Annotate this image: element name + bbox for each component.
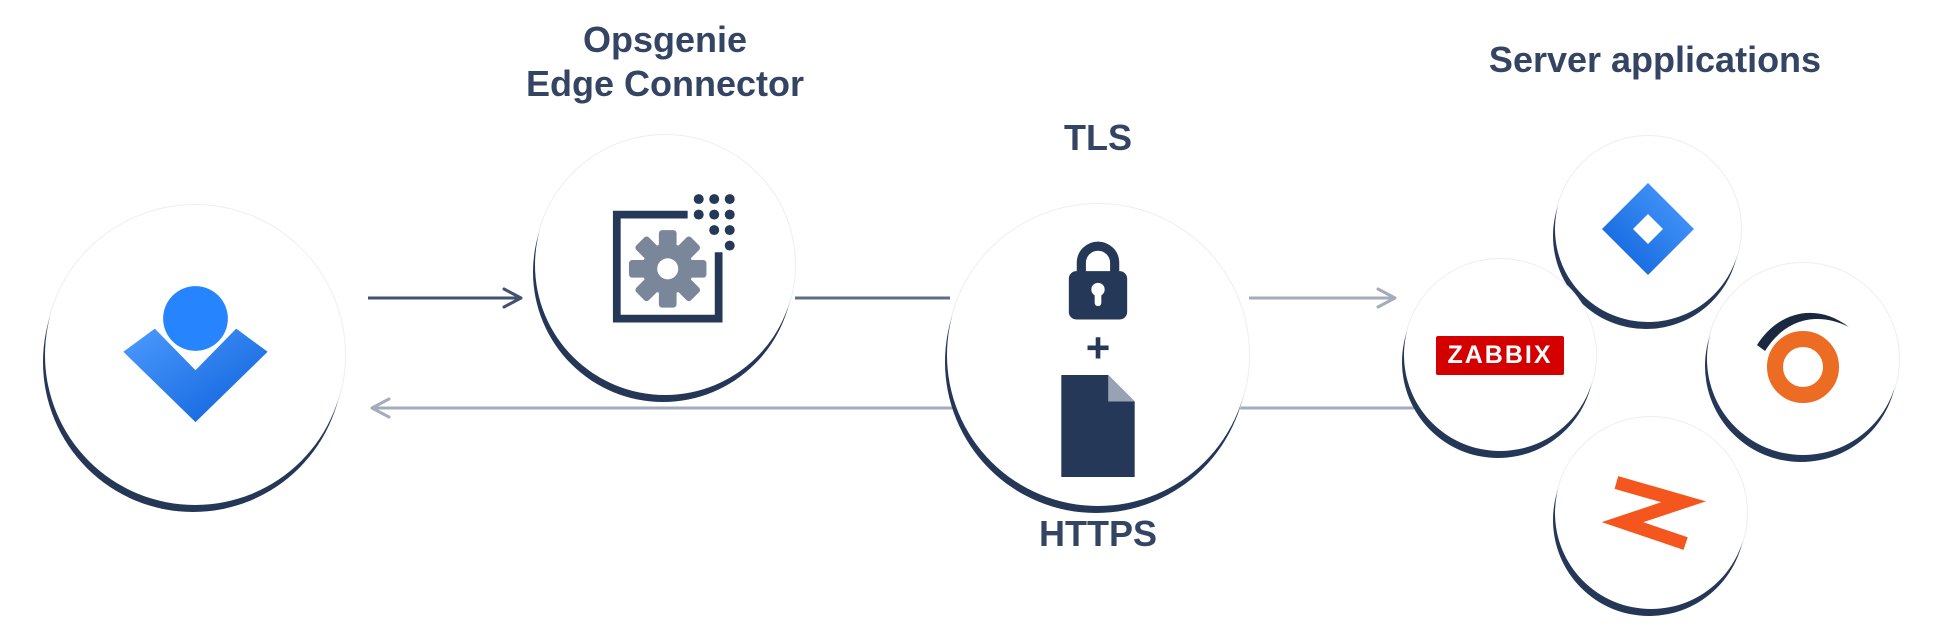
arrow-lock-to-servers-icon — [1249, 287, 1397, 309]
edge-connector-title-line1: Opsgenie — [582, 19, 748, 60]
server-app-jira — [1555, 136, 1741, 322]
server-app-zabbix: ZABBIX — [1404, 259, 1596, 451]
user-node — [45, 205, 345, 505]
document-icon — [1061, 375, 1135, 477]
orange-ring-logo — [1757, 312, 1849, 403]
dissolve-dots — [693, 193, 735, 251]
edge-connector-title: Opsgenie Edge Connector — [526, 18, 804, 106]
server-applications-title: Server applications — [1488, 39, 1822, 80]
lock-stack: + — [1048, 231, 1148, 479]
tls-https-node: + — [947, 204, 1249, 506]
zabbix-logo: ZABBIX — [1436, 335, 1564, 375]
https-label: HTTPS — [1038, 513, 1158, 554]
orange-zigzag-logo — [1601, 476, 1706, 550]
arrow-servers-to-user-icon — [370, 397, 1450, 419]
server-app-orange-zigzag — [1555, 417, 1747, 609]
connector-square-gear-icon — [612, 193, 735, 323]
plus-icon: + — [1085, 324, 1111, 371]
gear-icon — [628, 229, 706, 308]
edge-connector-title-line2: Edge Connector — [525, 63, 805, 104]
arrow-user-to-connector-icon — [368, 287, 523, 309]
jira-logo — [1602, 183, 1694, 275]
edge-connector-node — [535, 135, 795, 395]
person-icon — [122, 285, 268, 422]
tls-label: TLS — [1064, 117, 1132, 158]
lock-icon — [1068, 241, 1128, 320]
server-app-orange-ring — [1707, 263, 1899, 455]
